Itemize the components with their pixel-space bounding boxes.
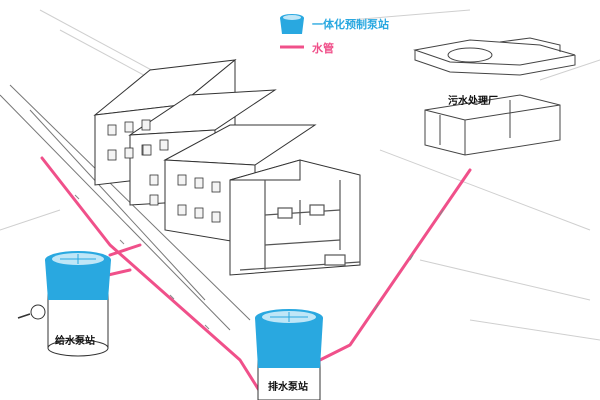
building-drawing [93,58,361,276]
legend-pump-station-label: 一体化预制泵站 [312,18,389,31]
interior-plumbing [239,180,361,271]
water-pipes [40,156,472,397]
pipe-supply-branch-2 [108,243,142,257]
legend-pump-icon [280,14,304,34]
flow-marks [74,194,444,330]
building-windows [107,119,221,223]
pipe-to-sewage-plant [318,168,472,362]
legend-water-pipe-label: 水管 [312,42,334,55]
pipe-left-road [40,156,264,397]
drainage-pump-station-drawing [255,309,323,400]
background-sketch [0,9,600,341]
sewage-plant-drawing [413,37,576,156]
sewage-plant-label: 污水处理厂 [448,96,498,107]
supply-pump-station-drawing [17,251,111,357]
drainage-pump-station-label: 排水泵站 [268,382,308,393]
supply-pump-station-label: 给水泵站 [55,336,95,347]
